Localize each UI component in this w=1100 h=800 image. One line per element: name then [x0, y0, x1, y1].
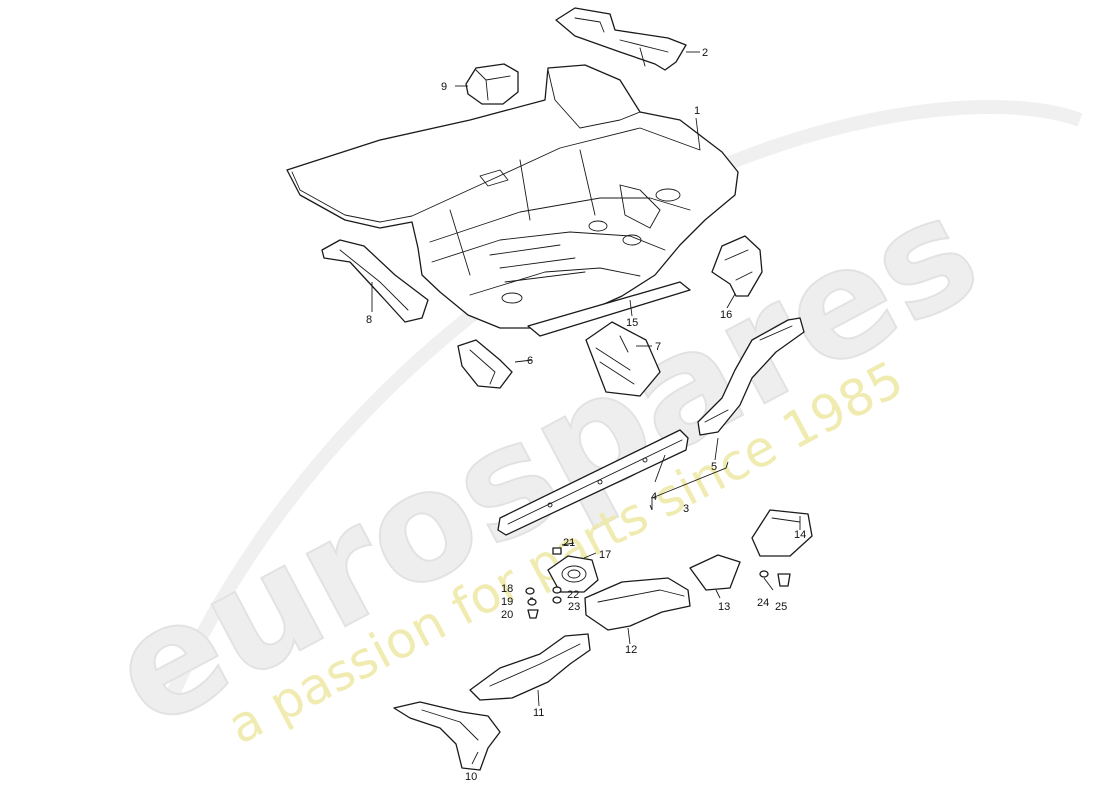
callout-9: 9 — [441, 81, 447, 93]
callout-2: 2 — [702, 47, 708, 59]
part-2-crossmember — [555, 7, 687, 71]
callout-20: 20 — [501, 609, 513, 621]
part-12-tunnel-cover — [584, 577, 691, 631]
part-22-washer — [552, 586, 562, 594]
callout-18: 18 — [501, 583, 513, 595]
part-25-bolt — [777, 573, 791, 587]
callout-10: 10 — [465, 771, 477, 783]
callout-6: 6 — [527, 355, 533, 367]
part-5-rail — [697, 317, 805, 436]
callout-4: 4 — [651, 491, 657, 503]
leader-lines — [371, 51, 801, 765]
part-16-bracket — [711, 235, 763, 297]
part-1-floor-pan — [286, 64, 739, 329]
callout-15: 15 — [626, 317, 638, 329]
part-4-rail — [497, 429, 689, 536]
callout-3: 3 — [683, 503, 689, 515]
part-9-bracket — [465, 63, 519, 105]
callout-25: 25 — [775, 601, 787, 613]
callout-14: 14 — [794, 529, 806, 541]
callout-19: 19 — [501, 596, 513, 608]
part-7-panel — [585, 321, 661, 397]
part-21-nut — [552, 547, 562, 555]
callout-13: 13 — [718, 601, 730, 613]
part-18-washer — [525, 587, 535, 595]
callout-11: 11 — [533, 707, 544, 719]
callout-16: 16 — [720, 309, 732, 321]
part-19-washer — [527, 598, 537, 606]
part-14-bracket — [751, 509, 813, 557]
part-24-washer — [759, 570, 769, 578]
part-10-bracket — [393, 701, 501, 771]
callout-5: 5 — [711, 461, 717, 473]
part-11-heat-shield — [469, 633, 591, 701]
callout-12: 12 — [625, 644, 637, 656]
part-6-bracket — [457, 339, 513, 389]
fasteners-group — [525, 547, 791, 619]
part-20-bolt — [527, 609, 539, 619]
callout-23: 23 — [568, 601, 580, 613]
callout-labels: 2 1 9 8 6 7 15 16 5 4 3 17 21 18 19 20 2… — [366, 47, 806, 783]
callout-17: 17 — [599, 549, 611, 561]
callout-22: 22 — [567, 589, 579, 601]
part-23-washer — [552, 596, 562, 604]
part-8-side-rail — [321, 239, 429, 323]
part-13-plate — [689, 554, 741, 591]
callout-7: 7 — [655, 341, 661, 353]
callout-21: 21 — [563, 537, 575, 549]
callout-1: 1 — [694, 105, 700, 117]
callout-8: 8 — [366, 314, 372, 326]
part-15-sill — [527, 281, 691, 337]
part-17-mount-plate — [547, 555, 599, 593]
callout-24: 24 — [757, 597, 769, 609]
